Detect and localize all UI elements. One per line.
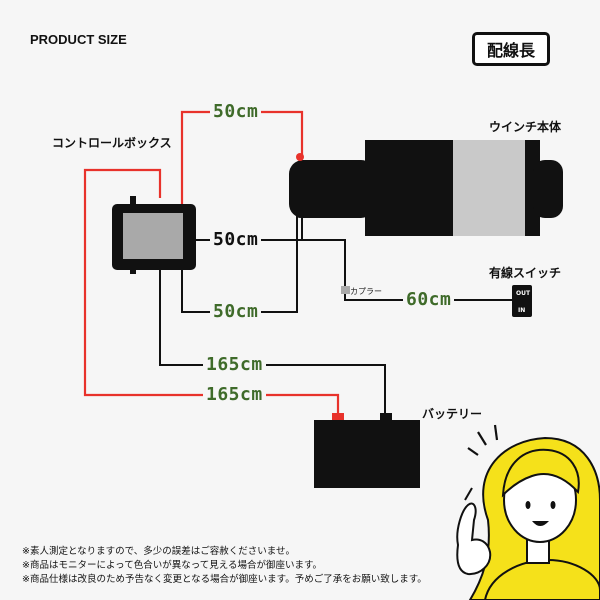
switch-out-label: OUT bbox=[516, 290, 531, 297]
note-line: ※商品仕様は改良のため予告なく変更となる場合が御座います。予めご了承をお願い致し… bbox=[22, 574, 427, 585]
control-box-label: コントロールボックス bbox=[52, 136, 172, 150]
cable-length-mid: 50cm bbox=[210, 230, 262, 250]
woman-illustration bbox=[456, 424, 600, 600]
control-box bbox=[112, 196, 196, 274]
product-size-heading: PRODUCT SIZE bbox=[30, 32, 127, 47]
battery bbox=[314, 413, 420, 488]
winch-body bbox=[289, 140, 563, 236]
wire-red-box-winch bbox=[180, 110, 304, 205]
wired-switch-label: 有線スイッチ bbox=[489, 266, 562, 280]
coupler-label: カプラー bbox=[350, 287, 382, 296]
wire-black-box-battery bbox=[159, 268, 386, 415]
wired-switch bbox=[512, 285, 532, 317]
wire-black-box-coupler bbox=[302, 239, 346, 290]
switch-in-label: IN bbox=[518, 307, 526, 314]
cable-length-red-top: 50cm bbox=[210, 102, 262, 122]
coupler bbox=[341, 286, 350, 294]
wiring-length-badge: 配線長 bbox=[472, 32, 550, 66]
note-line: ※素人測定となりますので、多少の誤差はご容赦くださいませ。 bbox=[22, 546, 296, 557]
cable-length-switch: 60cm bbox=[403, 290, 455, 310]
cable-length-battery-black: 165cm bbox=[203, 355, 266, 375]
note-line: ※商品はモニターによって色合いが異なって見える場合が御座います。 bbox=[22, 560, 322, 571]
battery-label: バッテリー bbox=[422, 407, 483, 421]
cable-length-bottom: 50cm bbox=[210, 302, 262, 322]
wire-red-box-battery bbox=[83, 168, 340, 415]
winch-label: ウインチ本体 bbox=[489, 120, 562, 134]
disclaimer-notes: ※素人測定となりますので、多少の誤差はご容赦くださいませ。 ※商品はモニターによ… bbox=[22, 545, 427, 587]
cable-length-battery-red: 165cm bbox=[203, 385, 266, 405]
